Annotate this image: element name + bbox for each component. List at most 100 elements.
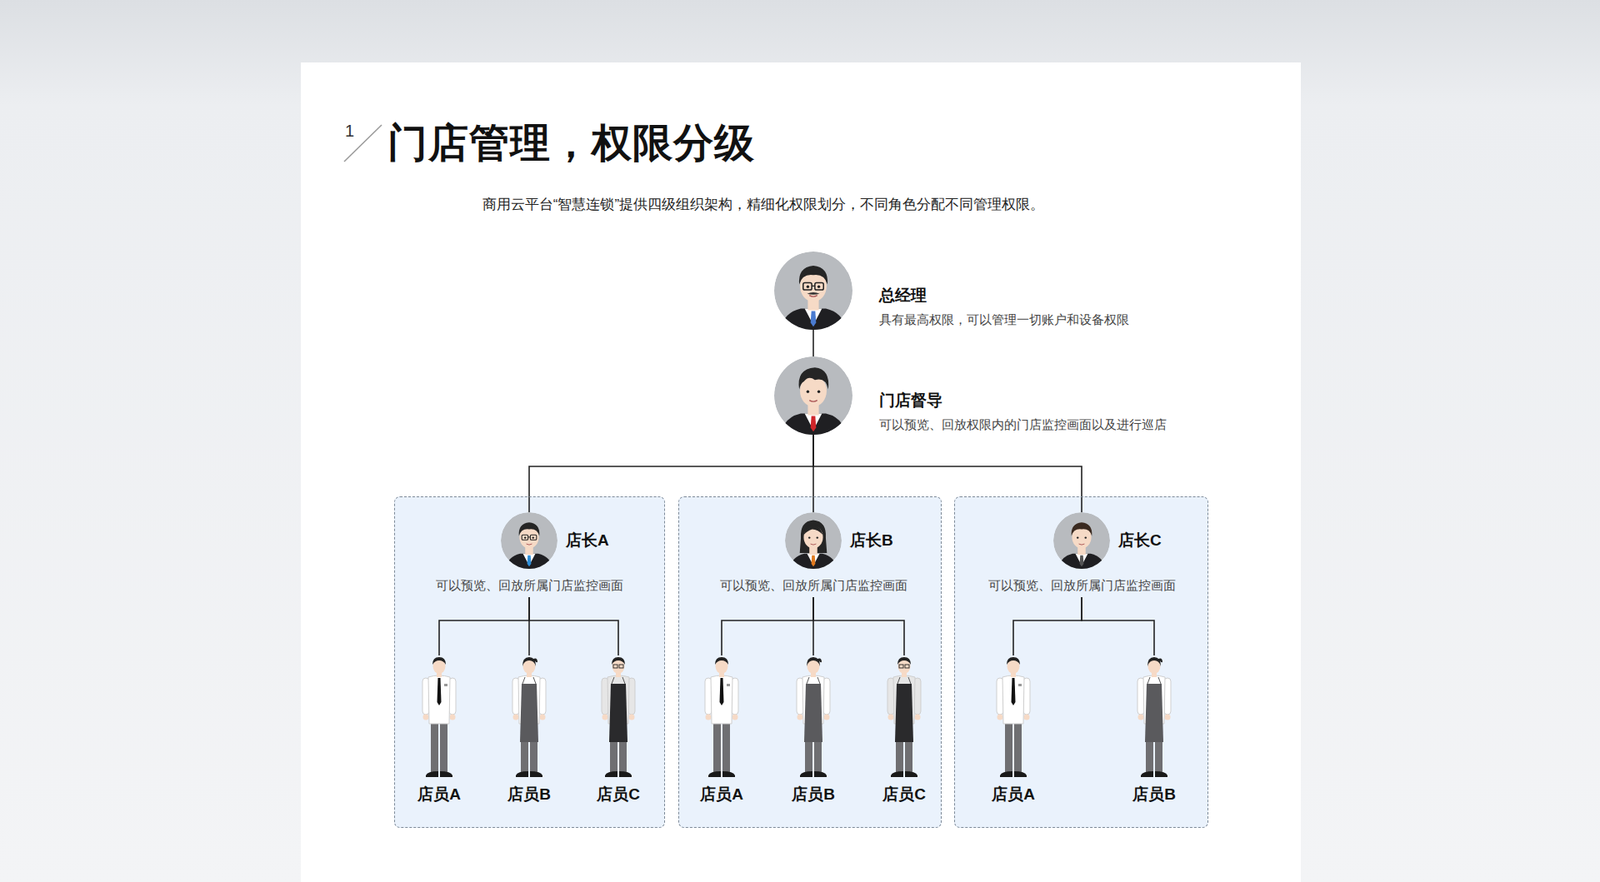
figure-part [520, 684, 539, 743]
figure-part [1140, 771, 1154, 778]
figure-part [602, 715, 609, 721]
role-title: 总经理 [879, 285, 927, 307]
figure-part [444, 684, 448, 687]
figure-part [515, 771, 529, 778]
role-node: 总经理具有最高权限，可以管理一切账户和设备权限 [774, 251, 1135, 330]
figure-part [425, 771, 439, 778]
figure-part [1000, 771, 1013, 778]
figure-part [720, 678, 725, 706]
staff-node: 店员B [495, 655, 563, 808]
figure-part [440, 720, 448, 773]
figure-part [800, 771, 813, 778]
avatar-icon [785, 512, 842, 570]
figure-part [811, 555, 816, 568]
figure-part [799, 265, 828, 285]
role-title: 店长C [1118, 530, 1162, 552]
figure-part [806, 657, 822, 667]
figure-part [430, 720, 439, 773]
figure-part [1085, 536, 1087, 539]
figure-part [1014, 771, 1027, 778]
figure-part [804, 684, 823, 743]
figure-part [803, 525, 823, 535]
figure-part [527, 555, 532, 568]
figure-part [1155, 771, 1168, 778]
subtitle: 商用云平台“智慧连锁”提供四级组织架构，精细化权限划分，不同角色分配不同管理权限… [482, 195, 1045, 215]
staff-figure [988, 655, 1039, 783]
staff-node: 店员C [870, 655, 938, 808]
org-connector [1081, 597, 1155, 656]
staff-figure [1129, 655, 1180, 783]
staff-figure [696, 655, 747, 783]
figure-part [817, 285, 820, 289]
figure-part [797, 715, 804, 721]
staff-label: 店员B [791, 785, 835, 805]
store-box-fill [394, 496, 665, 829]
figure-part [808, 536, 810, 539]
figure-part [1138, 715, 1145, 721]
figure-part [780, 414, 847, 435]
figure-part [799, 367, 830, 390]
org-connector [721, 597, 814, 656]
role-node: 门店督导可以预览、回放权限内的门店监控画面以及进行巡店 [774, 356, 1172, 435]
figure-part [526, 544, 533, 545]
figure-part [816, 536, 819, 539]
staff-figure [504, 655, 555, 783]
manager-node: 店长C可以预览、回放所属门店监控画面 [985, 512, 1180, 598]
figure-part [500, 512, 558, 570]
figure-part [1011, 678, 1016, 706]
figure-part [533, 677, 536, 685]
manager-node: 店长B可以预览、回放所属门店监控画面 [716, 512, 911, 598]
role-title: 门店督导 [879, 390, 943, 412]
figure-part [897, 657, 911, 665]
staff-node: 店员C [585, 655, 652, 808]
figure-part [817, 390, 820, 394]
figure-part [613, 665, 618, 669]
role-description: 可以预览、回放所属门店监控画面 [720, 577, 908, 595]
staff-figure [788, 655, 839, 783]
page-title: 门店管理，权限分级 [387, 116, 755, 170]
figure-part [532, 536, 535, 539]
figure-part [708, 771, 721, 778]
avatar-icon [774, 251, 853, 330]
figure-part [530, 535, 536, 540]
figure-part [809, 400, 817, 402]
figure-part [611, 657, 625, 665]
figure-part [800, 520, 828, 554]
figure-part [1147, 657, 1163, 667]
role-title: 店长A [565, 530, 610, 552]
staff-figure [414, 655, 465, 783]
figure-part [726, 684, 730, 687]
figure-part [722, 771, 735, 778]
store-group-box: 店长B可以预览、回放所属门店监控画面店员A店员B店员C [678, 496, 942, 829]
store-box-fill [954, 496, 1209, 829]
org-connector [439, 597, 530, 656]
figure-part [528, 536, 531, 538]
figure-part [888, 715, 895, 721]
figure-part [423, 715, 430, 721]
figure-part [1165, 715, 1171, 721]
figure-part [629, 715, 635, 721]
avatar-icon [500, 512, 558, 570]
figure-part [1005, 720, 1013, 773]
figure-part [810, 310, 817, 327]
org-connector [1013, 597, 1082, 656]
figure-part [908, 677, 911, 685]
figure-part [440, 771, 453, 778]
figure-part [774, 356, 853, 435]
figure-part [1080, 555, 1085, 568]
figure-part [815, 283, 824, 290]
figure-part [806, 677, 810, 685]
staff-figure [879, 655, 930, 783]
figure-part [450, 715, 456, 721]
org-connector [813, 435, 1082, 513]
figure-part [705, 715, 712, 721]
figure-part [774, 356, 853, 435]
org-connector [812, 330, 815, 357]
figure-part [619, 771, 632, 778]
staff-label: 店员C [596, 785, 640, 805]
figure-part [622, 677, 625, 685]
figure-part [1071, 522, 1093, 536]
figure-part [609, 684, 628, 743]
figure-part [513, 715, 520, 721]
